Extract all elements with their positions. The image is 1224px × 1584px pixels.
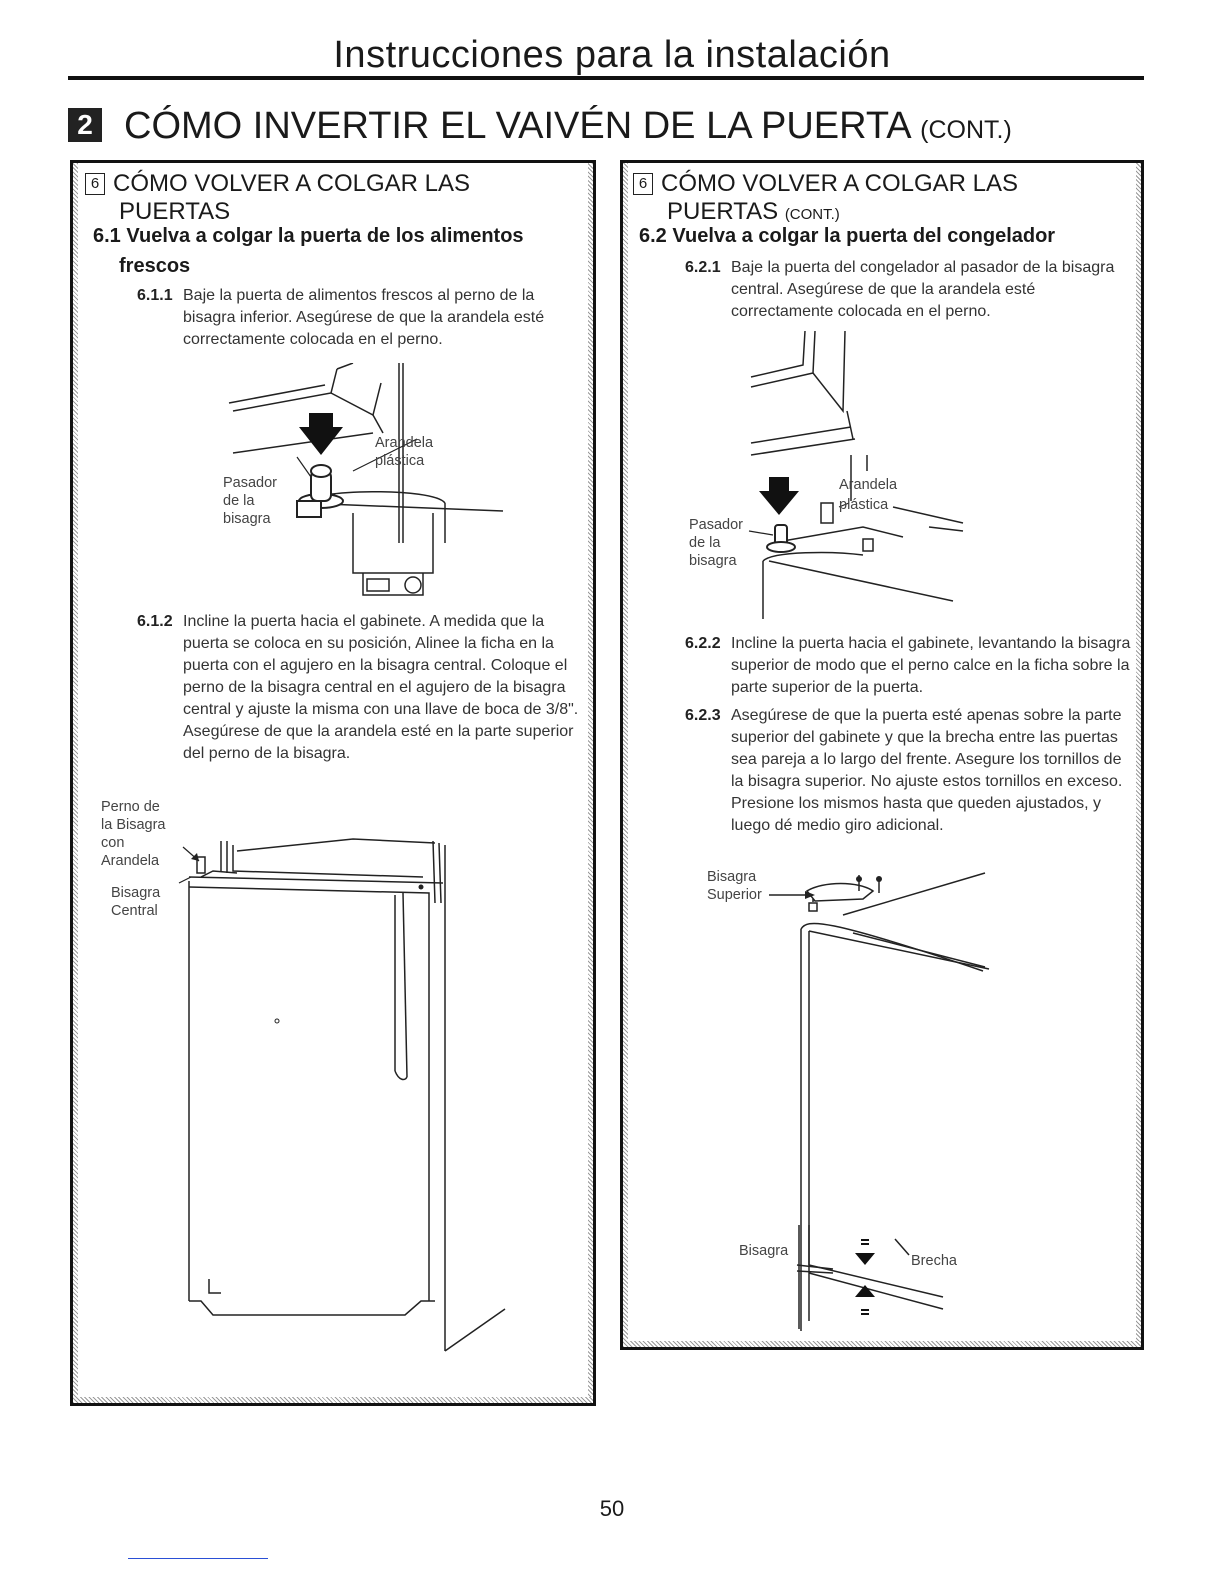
top-hinge-label-line2: Superior	[707, 887, 762, 903]
left-panel-band-left	[73, 163, 78, 1403]
step-6-2-2: 6.2.2 Incline la puerta hacia el gabinet…	[685, 633, 1133, 699]
pin-label-line3: bisagra	[689, 553, 737, 569]
step-6-2-3: 6.2.3 Asegúrese de que la puerta esté ap…	[685, 705, 1133, 837]
right-step-heading-line2-text: PUERTAS	[667, 198, 779, 225]
right-panel: 6 CÓMO VOLVER A COLGAR LAS PUERTAS (CONT.…	[620, 160, 1144, 1350]
hinge-label: Bisagra	[739, 1243, 789, 1259]
right-step-heading: 6 CÓMO VOLVER A COLGAR LAS	[633, 171, 1018, 197]
left-substep-line2: frescos	[119, 255, 191, 277]
lower-hinge-illustration	[228, 363, 504, 596]
section-title-suffix: (CONT.)	[920, 116, 1012, 144]
header-rule	[68, 76, 1144, 80]
step-number: 6.1.2	[137, 613, 173, 630]
right-step-badge: 6	[633, 173, 653, 195]
right-panel-band-right	[1136, 163, 1141, 1347]
left-step-badge: 6	[85, 173, 105, 195]
step-number: 6.2.3	[685, 707, 721, 724]
pin-label-line1: Pasador	[223, 475, 278, 491]
left-substep-heading: 6.1 Vuelva a colgar la puerta de los ali…	[93, 221, 593, 251]
pin-label-line1: Pasador	[689, 517, 744, 533]
right-step-heading-suffix: (CONT.)	[784, 206, 840, 223]
page-number: 50	[599, 1496, 625, 1521]
left-step-heading-line1: CÓMO VOLVER A COLGAR LAS	[113, 170, 470, 197]
left-substep-line1: Vuelva a colgar la puerta de los aliment…	[126, 225, 524, 247]
washer-label-line2: plástica	[375, 453, 425, 469]
hinge-pin-label-line3: con	[101, 835, 125, 851]
hinge-pin-label-line2: la Bisagra	[101, 817, 166, 833]
section-number-badge: 2	[68, 108, 102, 142]
left-substep-number: 6.1	[93, 225, 121, 247]
left-step-heading: 6 CÓMO VOLVER A COLGAR LAS	[85, 171, 470, 197]
center-hinge-illustration	[748, 331, 964, 619]
gap-label: Brecha	[911, 1253, 957, 1269]
pin-label-line2: de la	[689, 535, 721, 551]
step-number: 6.1.1	[137, 287, 173, 304]
pin-label-line3: bisagra	[223, 511, 271, 527]
center-hinge-label-line1: Bisagra	[111, 885, 161, 901]
right-step-heading-line2: PUERTAS (CONT.)	[667, 199, 840, 228]
step-text: Baje la puerta del congelador al pasador…	[731, 259, 1115, 320]
right-substep-line1: Vuelva a colgar la puerta del congelador	[672, 225, 1056, 247]
step-text: Baje la puerta de alimentos frescos al p…	[183, 287, 545, 348]
step-number: 6.2.1	[685, 259, 721, 276]
left-panel: 6 CÓMO VOLVER A COLGAR LAS PUERTAS 6.1 Vu…	[70, 160, 596, 1406]
washer-label-line2: plástica	[839, 497, 889, 513]
top-hinge-label-line1: Bisagra	[707, 869, 757, 885]
hinge-pin-label-line1: Perno de	[101, 799, 160, 815]
pin-label-line2: de la	[223, 493, 255, 509]
step-text: Asegúrese de que la puerta esté apenas s…	[731, 707, 1123, 834]
door-gap-illustration	[796, 1225, 944, 1329]
top-hinge-illustration	[769, 872, 990, 1331]
right-substep-heading: 6.2 Vuelva a colgar la puerta del congel…	[639, 221, 1139, 251]
fresh-food-door-illustration	[178, 838, 506, 1352]
right-substep-number: 6.2	[639, 225, 667, 247]
hinge-pin-label-line4: Arandela	[101, 853, 160, 869]
right-panel-band-bottom	[623, 1341, 1141, 1347]
section-title-text: CÓMO INVERTIR EL VAIVÉN DE LA PUERTA	[124, 105, 910, 147]
step-6-1-1: 6.1.1 Baje la puerta de alimentos fresco…	[137, 285, 591, 351]
washer-label-line1: Arandela	[839, 477, 898, 493]
page-header-title: Instrucciones para la instalación	[333, 34, 891, 76]
step-6-2-1: 6.2.1 Baje la puerta del congelador al p…	[685, 257, 1133, 323]
left-panel-band-bottom	[73, 1397, 593, 1403]
step-number: 6.2.2	[685, 635, 721, 652]
step-6-1-2: 6.1.2 Incline la puerta hacia el gabinet…	[137, 611, 591, 765]
section-title: 2 CÓMO INVERTIR EL VAIVÉN DE LA PUERTA (C…	[68, 104, 1012, 152]
right-step-heading-line1: CÓMO VOLVER A COLGAR LAS	[661, 170, 1018, 197]
left-panel-band-right	[588, 163, 593, 1403]
right-panel-band-left	[623, 163, 628, 1347]
step-text: Incline la puerta hacia el gabinete. A m…	[183, 613, 579, 762]
left-step-heading-line2: PUERTAS	[119, 198, 231, 225]
step-text: Incline la puerta hacia el gabinete, lev…	[731, 635, 1131, 696]
bottom-link-line	[128, 1558, 268, 1559]
center-hinge-label-line2: Central	[111, 903, 158, 919]
washer-label-line1: Arandela	[375, 435, 434, 451]
